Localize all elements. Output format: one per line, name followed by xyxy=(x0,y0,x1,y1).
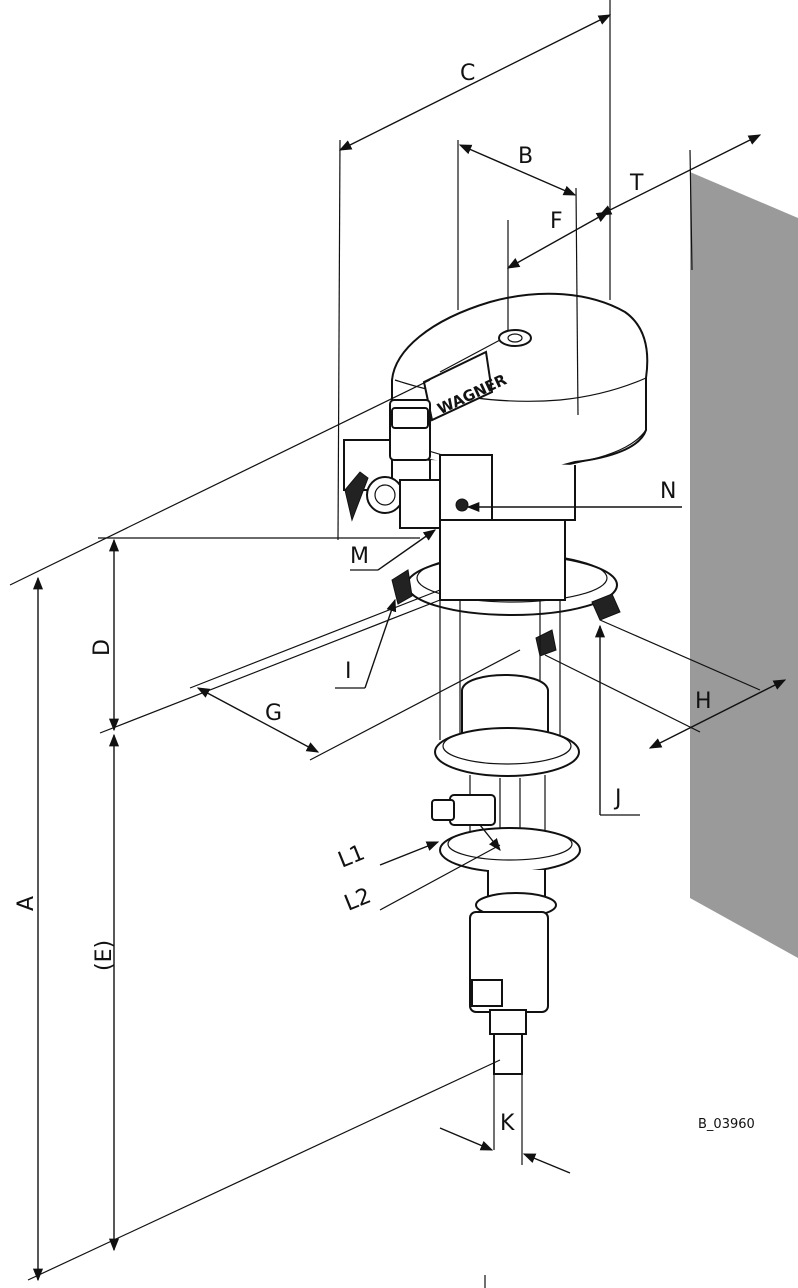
drawing-reference: B_03960 xyxy=(698,1117,755,1132)
label-M: M xyxy=(350,544,369,569)
label-H: H xyxy=(695,689,712,714)
label-F: F xyxy=(550,209,563,234)
label-N: N xyxy=(660,479,676,504)
label-I: I xyxy=(345,659,352,684)
label-G: G xyxy=(265,701,282,726)
label-D: D xyxy=(90,639,115,656)
label-T: T xyxy=(629,171,644,196)
label-C: C xyxy=(460,61,475,86)
label-K: K xyxy=(500,1111,515,1136)
label-L2: L2 xyxy=(341,884,375,917)
label-B: B xyxy=(518,144,533,169)
pump-illustration: WAGNER xyxy=(343,292,649,1075)
label-E: (E) xyxy=(92,940,117,971)
label-J: J xyxy=(613,786,622,811)
label-A: A xyxy=(14,896,39,911)
wall-panel xyxy=(690,172,798,958)
label-L1: L1 xyxy=(335,840,369,873)
